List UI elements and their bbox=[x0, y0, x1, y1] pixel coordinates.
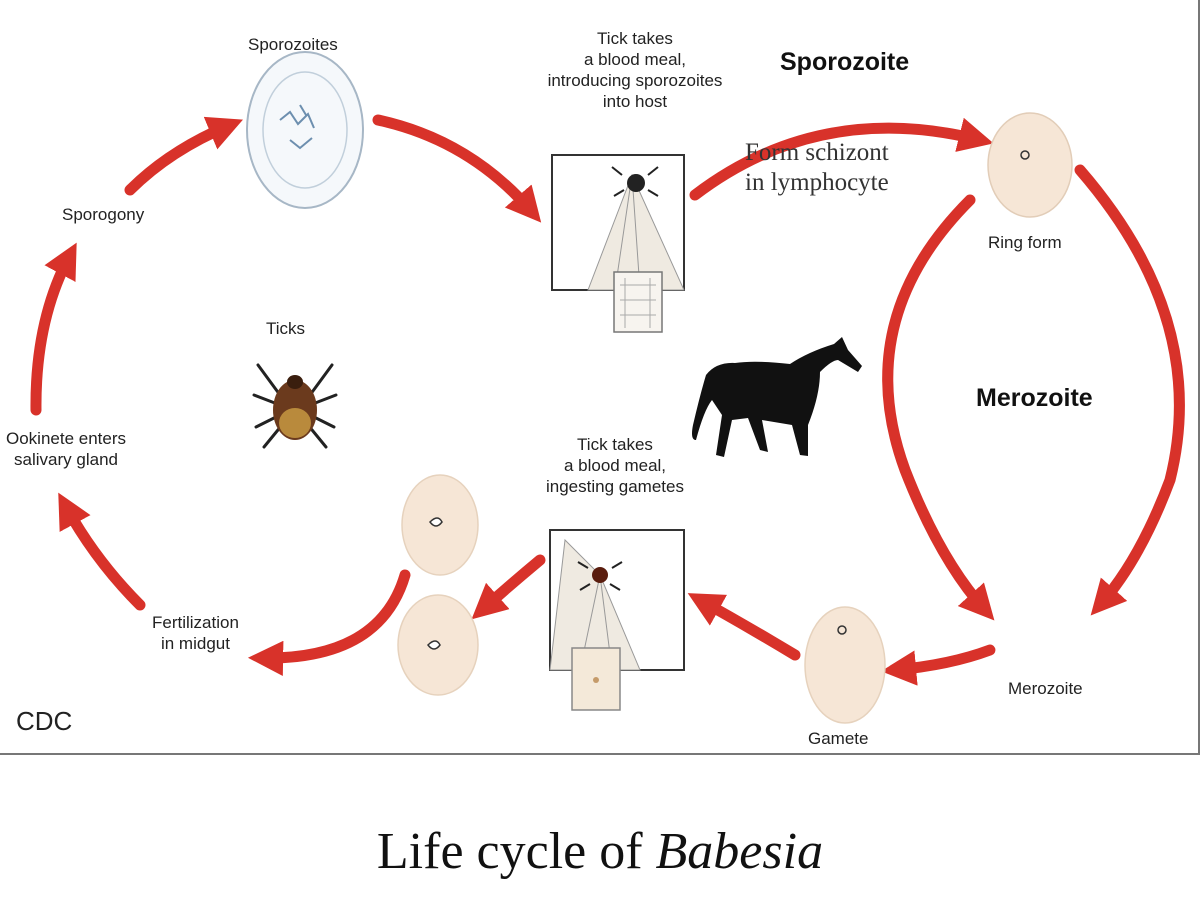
label-gamete: Gamete bbox=[808, 729, 869, 748]
gamete-cell-upper-icon bbox=[401, 474, 479, 576]
gamete-cell-lower-icon bbox=[397, 594, 479, 696]
label-tick-meal-top-line1: Tick takes bbox=[597, 29, 673, 48]
arrow-fertilization-to-ookinete bbox=[58, 492, 146, 611]
label-tick-meal-top: Tick takes a blood meal, introducing spo… bbox=[525, 28, 745, 112]
label-schizont: Form schizont in lymphocyte bbox=[745, 138, 889, 198]
arrow-ookinete-to-sporogony bbox=[30, 242, 77, 416]
oocyst-icon bbox=[246, 51, 364, 209]
label-ticks: Ticks bbox=[266, 319, 306, 338]
ring-form-cell-icon bbox=[987, 112, 1073, 218]
arrow-sporogony-to-sporozoites bbox=[124, 116, 243, 196]
label-tick-meal-top-line3: introducing sporozoites bbox=[547, 71, 723, 90]
label-sporogony: Sporogony bbox=[62, 205, 145, 224]
label-tick-meal-bottom: Tick takes a blood meal, ingesting gamet… bbox=[515, 434, 715, 497]
label-fertilization-line1: Fertilization bbox=[152, 613, 239, 632]
label-ring-form: Ring form bbox=[988, 233, 1062, 252]
label-sporozoite: Sporozoite bbox=[780, 48, 910, 76]
label-fertilization: Fertilization in midgut bbox=[152, 612, 239, 654]
label-ookinete: Ookinete enters salivary gland bbox=[6, 428, 126, 470]
label-tick-meal-bottom-line2: a blood meal, bbox=[563, 456, 667, 475]
label-fertilization-line2: in midgut bbox=[160, 634, 230, 653]
arrow-merozoite-to-gamete bbox=[880, 644, 996, 686]
label-schizont-line2: in lymphocyte bbox=[745, 169, 889, 196]
tick-feeding-inset-top bbox=[551, 154, 685, 333]
label-ookinete-line2: salivary gland bbox=[14, 450, 118, 469]
gamete-cell-icon bbox=[804, 606, 886, 724]
figure-caption: Life cycle of Babesia bbox=[0, 822, 1200, 881]
caption-genus: Babesia bbox=[655, 823, 824, 880]
label-tick-meal-top-line2: a blood meal, bbox=[583, 50, 687, 69]
arrow-merozoite-outer bbox=[1074, 164, 1185, 616]
arrow-tick-meal-to-gametes bbox=[471, 554, 546, 620]
label-tick-meal-bottom-line3: ingesting gametes bbox=[546, 477, 684, 496]
life-cycle-diagram bbox=[30, 51, 1185, 724]
label-schizont-line1: Form schizont bbox=[745, 139, 889, 166]
tick-feeding-inset-bottom bbox=[549, 529, 685, 711]
label-merozoite-small: Merozoite bbox=[1008, 679, 1083, 698]
label-merozoite: Merozoite bbox=[976, 384, 1093, 412]
tick-icon bbox=[252, 363, 338, 449]
horse-icon bbox=[692, 337, 862, 457]
cdc-credit: CDC bbox=[16, 706, 73, 736]
label-tick-meal-top-line4: into host bbox=[602, 92, 668, 111]
label-tick-meal-bottom-line1: Tick takes bbox=[577, 435, 653, 454]
label-ookinete-line1: Ookinete enters bbox=[6, 429, 127, 448]
diagram-frame bbox=[0, 0, 1200, 755]
arrow-tick-meal-to-ring-form bbox=[689, 117, 994, 201]
arrow-merozoite-inner bbox=[882, 194, 995, 621]
arrow-gametes-to-fertilization bbox=[247, 569, 411, 676]
label-sporozoites: Sporozoites bbox=[248, 35, 338, 54]
arrow-sporozoites-to-tick-meal bbox=[372, 114, 542, 223]
arrow-gamete-to-tick-meal bbox=[687, 593, 801, 661]
caption-prefix: Life cycle of bbox=[376, 823, 656, 880]
